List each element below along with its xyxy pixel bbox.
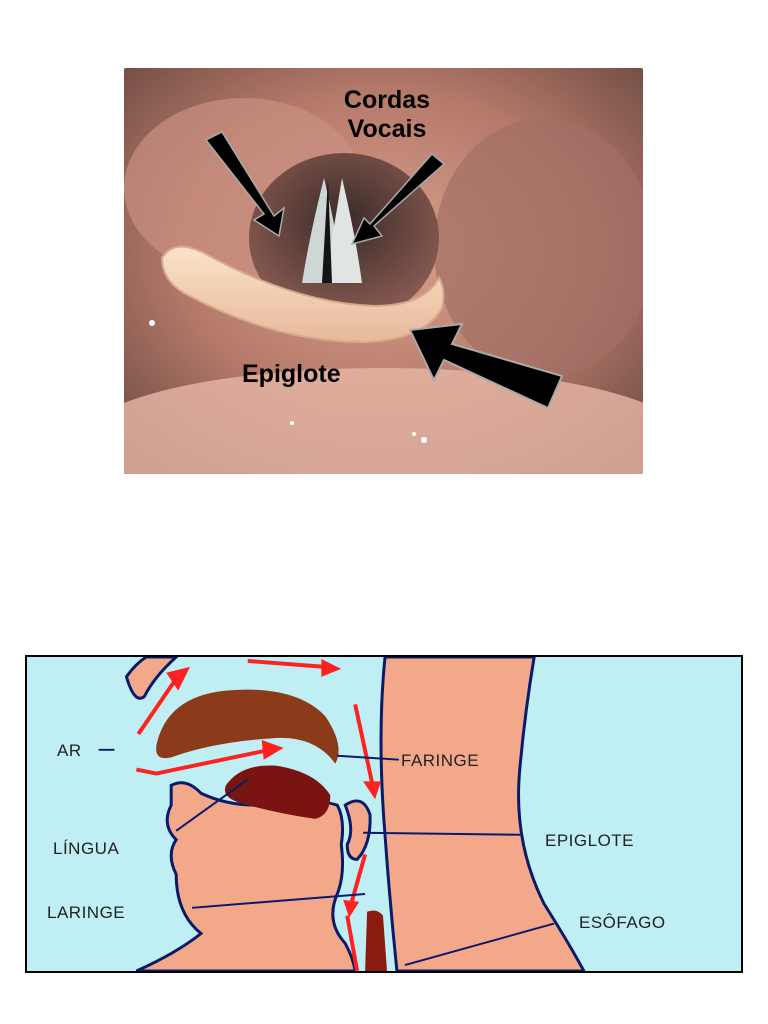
endoscopy-photo: Cordas Vocais Epiglote <box>124 68 643 474</box>
arrow-cordas-right <box>350 152 446 246</box>
arrow-epiglote <box>408 322 564 410</box>
arrow-cordas-left <box>204 131 286 238</box>
epiglote-label: Epiglote <box>242 360 341 388</box>
label-epiglote: EPIGLOTE <box>545 831 635 850</box>
anatomy-drawing <box>98 657 586 971</box>
cordas-line1: Cordas <box>343 86 431 114</box>
label-ar: AR <box>57 741 82 760</box>
cordas-vocais-label: Cordas Vocais <box>272 86 502 144</box>
label-esofago: ESÔFAGO <box>579 913 666 932</box>
label-laringe: LARINGE <box>47 903 126 922</box>
label-lingua: LÍNGUA <box>53 839 120 858</box>
label-faringe: FARINGE <box>401 751 480 770</box>
throat-image <box>124 68 643 474</box>
cordas-line2: Vocais <box>347 115 427 143</box>
anatomy-diagram: AR FARINGE LÍNGUA EPIGLOTE LARINGE ESÔFA… <box>25 655 743 973</box>
